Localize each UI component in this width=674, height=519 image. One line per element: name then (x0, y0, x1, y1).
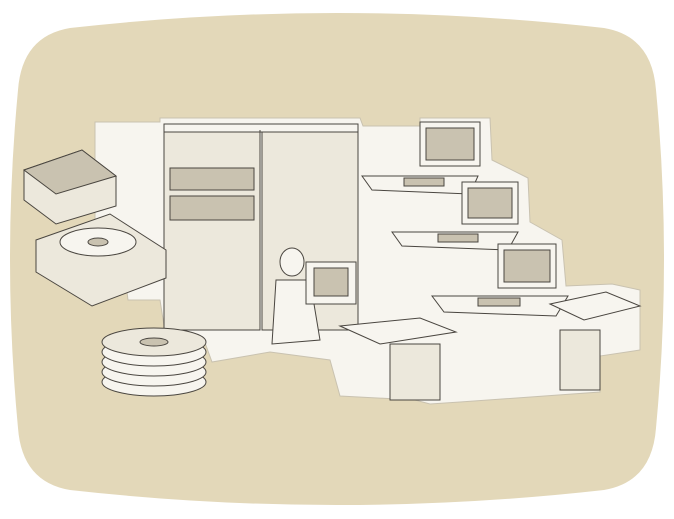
printer-desk-base (389, 343, 441, 401)
file-cabinet (22, 149, 118, 225)
terminal-workstation (391, 181, 519, 251)
printer-desk-top (338, 317, 458, 345)
crt-display-icon (425, 127, 475, 161)
plotter-body (548, 291, 642, 321)
printer-desk (338, 317, 458, 401)
disk-pack-stack (101, 327, 207, 397)
operator-head (279, 247, 305, 277)
keyboard-icon (477, 297, 521, 307)
keyboard-icon (403, 177, 445, 187)
plotter-unit (548, 291, 642, 391)
operator-figure (271, 247, 357, 345)
server-cabinet (163, 123, 359, 331)
keyboard-icon (437, 233, 479, 243)
tape-drive-panel (169, 195, 255, 221)
disk-drive-unit (35, 213, 167, 307)
disk-hub-icon (87, 237, 109, 247)
control-panel (169, 167, 255, 191)
crt-display-icon (467, 187, 513, 219)
cabinet-left (163, 129, 261, 331)
cabinet-top-trim (163, 123, 359, 133)
terminal-workstation (361, 121, 481, 195)
plotter-stand (559, 329, 601, 391)
crt-display-icon (503, 249, 551, 283)
console-display-icon (313, 267, 349, 297)
terminal-workstation (431, 243, 569, 317)
disk-hole-icon (139, 337, 169, 347)
file-cabinet-top (22, 149, 118, 195)
